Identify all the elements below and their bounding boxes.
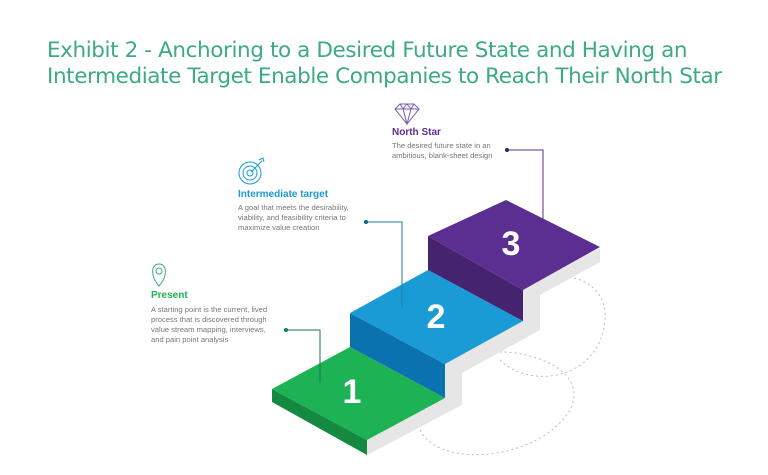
leader-present [286, 329, 321, 383]
text-line: maximize value creation [238, 223, 320, 232]
arc-1-to-2 [419, 351, 575, 456]
target-icon [238, 157, 265, 185]
text-line: ambitious, blank-sheet design [392, 151, 493, 160]
location-pin-icon [152, 263, 166, 287]
step-1-front [272, 389, 367, 455]
step-3-number: 3 [502, 225, 521, 263]
progress-arcs [419, 277, 606, 456]
leader-dot-intermediate [364, 220, 368, 224]
leader-dot-present [284, 328, 288, 332]
step-2-top [350, 270, 523, 364]
leader-dot-north-star [505, 148, 509, 152]
stair-side-wall [367, 248, 600, 455]
present-description: A starting point is the current, lived p… [151, 305, 267, 345]
text-line: viability, and feasibility criteria to [238, 213, 346, 222]
text-line: A goal that meets the desirability, [238, 203, 349, 212]
text-line: process that is discovered through [151, 315, 267, 324]
present-heading: Present [151, 290, 188, 301]
text-line: A starting point is the current, lived [151, 305, 268, 314]
north-star-heading: North Star [392, 127, 441, 138]
step-3-riser [428, 236, 523, 321]
intermediate-heading: Intermediate target [238, 189, 329, 200]
leader-intermediate [366, 221, 403, 307]
text-line: The desired future state in an [392, 141, 491, 150]
step-3-top [428, 200, 600, 290]
intermediate-description: A goal that meets the desirability, viab… [238, 203, 349, 233]
title-line-1: Exhibit 2 - Anchoring to a Desired Futur… [47, 38, 688, 63]
step-1-number: 1 [343, 373, 362, 411]
step-1-top [272, 347, 445, 440]
diamond-icon [394, 103, 420, 126]
text-line: and pain point analysis [151, 335, 229, 344]
title-line-2: Intermediate Target Enable Companies to … [47, 64, 722, 89]
text-line: value stream mapping, interviews, [151, 325, 266, 334]
north-star-description: The desired future state in an ambitious… [392, 141, 492, 161]
exhibit-title: Exhibit 2 - Anchoring to a Desired Futur… [47, 38, 722, 90]
leader-north-star [507, 149, 544, 236]
step-2-riser [350, 313, 445, 398]
step-2-number: 2 [427, 298, 446, 336]
